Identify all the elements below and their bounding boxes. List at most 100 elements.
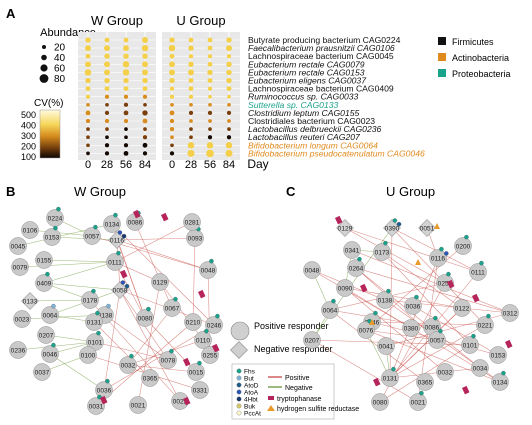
- network-node-label: 0021: [411, 400, 426, 407]
- taxon-label: Clostridiales bacterium CAG0023: [248, 116, 375, 126]
- network-node-label: 0365: [143, 376, 158, 383]
- abundance-dot: [141, 44, 149, 52]
- abundance-dot: [123, 53, 129, 59]
- abundance-legend-dot: [40, 64, 48, 72]
- abundance-dot: [104, 86, 110, 91]
- network-node-label: 0078: [161, 358, 176, 365]
- gene-marker-legend-dot: [236, 403, 242, 409]
- positive-edge: [344, 227, 446, 284]
- gene-marker-fhs: [383, 240, 388, 246]
- abundance-dot: [169, 37, 175, 43]
- abundance-dot: [168, 44, 176, 52]
- network-node: 0122: [453, 299, 471, 317]
- network-node: 0365: [416, 373, 434, 391]
- gene-marker-legend-label: AtoD: [244, 383, 259, 390]
- network-node: 0153: [43, 225, 61, 246]
- negative-responder-legend-label: Negative responder: [254, 344, 333, 354]
- abundance-dot: [142, 94, 148, 99]
- abundance-legend-dot: [42, 45, 46, 49]
- negative-responder-node: [418, 219, 436, 237]
- positive-responder-node: [381, 369, 399, 387]
- abundance-dot: [123, 94, 129, 99]
- network-node-label: 0079: [13, 265, 28, 272]
- positive-responder-node: [199, 261, 217, 279]
- gene-marker-fhs: [414, 294, 419, 300]
- network-node: 0090: [336, 279, 354, 297]
- network-node-label: 0173: [375, 250, 390, 257]
- abundance-dot: [207, 86, 213, 91]
- network-node-label: 0057: [85, 234, 100, 241]
- negative-edge: [17, 341, 96, 351]
- positive-responder-node: [501, 304, 519, 322]
- network-node: 0281: [183, 213, 201, 231]
- network-node-label: 0255: [203, 353, 218, 360]
- positive-responder-node: [491, 373, 509, 391]
- hydrogen-sulfite-reductase-legend-symbol: [267, 405, 275, 411]
- network-node: 0341: [343, 241, 361, 259]
- positive-edge-legend-label: Positive: [285, 375, 310, 382]
- abundance-dot: [170, 143, 174, 148]
- network-node: 0079: [11, 258, 29, 276]
- abundance-dot: [104, 45, 110, 52]
- network-node: 0041: [377, 337, 395, 355]
- abundance-dot: [207, 54, 213, 59]
- network-node: 0390: [383, 218, 402, 237]
- network-node: 0409: [35, 271, 53, 292]
- marker-legend-box: [231, 363, 335, 420]
- negative-responder-node: [383, 219, 401, 237]
- positive-edge: [355, 267, 481, 369]
- abundance-dot: [207, 61, 213, 67]
- network-node-label: 0380: [404, 326, 419, 333]
- abundance-dot: [142, 53, 148, 59]
- network-node: 0046: [41, 342, 59, 363]
- panel-b-label: B: [6, 184, 15, 199]
- phylum-legend-label: Firmicutes: [452, 37, 494, 47]
- abundance-dot: [86, 143, 90, 148]
- gene-marker-legend-dot: [236, 382, 242, 388]
- abundance-dot: [169, 151, 175, 156]
- gene-marker-atoa: [117, 230, 123, 235]
- abundance-dot: [85, 94, 91, 99]
- gene-marker-fhs: [386, 288, 391, 294]
- positive-edge: [381, 251, 471, 346]
- network-node-label: 0064: [43, 313, 58, 320]
- tryptophanase-marker: [161, 212, 169, 222]
- negative-responder-legend-symbol: [230, 341, 248, 359]
- network-node: 0129: [151, 273, 169, 291]
- network-node: 0078: [159, 348, 177, 369]
- network-node-label: 0015: [189, 370, 204, 377]
- network-node-label: 0264: [349, 266, 364, 273]
- abundance-dot: [85, 61, 91, 68]
- network-node: 0058: [111, 280, 130, 299]
- abundance-dot: [226, 37, 232, 43]
- network-node: 0155: [35, 251, 53, 269]
- gene-marker-fhs: [169, 348, 174, 354]
- network-node: 0255: [436, 271, 454, 292]
- abundance-dot: [207, 45, 213, 51]
- taxon-label: Ruminococcus sp. CAG0033: [248, 92, 359, 102]
- network-node-label: 0046: [43, 352, 58, 359]
- network-node: 0134: [491, 370, 509, 391]
- network-node-label: 0051: [420, 226, 435, 233]
- network-node-label: 0101: [463, 343, 478, 350]
- abundance-dot: [226, 45, 232, 52]
- network-node-label: 0106: [23, 228, 38, 235]
- gene-marker-fhs: [479, 260, 484, 266]
- negative-responder-node: [108, 231, 126, 249]
- hydrogen-sulfite-reductase-legend-label: hydrogen sulfite reductase: [277, 406, 359, 413]
- negative-responder-node: [111, 281, 129, 299]
- positive-responder-node: [303, 331, 321, 349]
- network-node-label: 0034: [473, 366, 488, 373]
- taxon-label: Lachnospiraceae bacterium CAG0045: [248, 51, 394, 61]
- network-node: 0106: [21, 221, 39, 239]
- taxon-label: Eubacterium rectale CAG0079: [248, 59, 365, 69]
- positive-responder-node: [191, 381, 209, 399]
- gene-marker-fhs: [129, 353, 134, 359]
- abundance-dot: [169, 94, 175, 99]
- gene-marker-legend-dot: [236, 410, 242, 416]
- positive-responder-node: [376, 291, 394, 309]
- gene-marker-fhs: [105, 378, 110, 384]
- abundance-dot: [142, 151, 148, 156]
